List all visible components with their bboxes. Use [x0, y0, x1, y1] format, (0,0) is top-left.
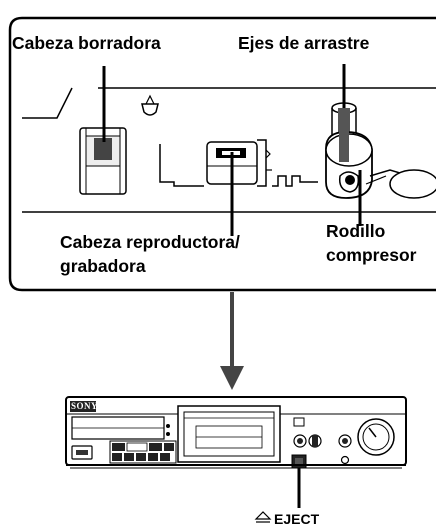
- tape-reel-outline: [389, 169, 436, 199]
- tape-guide-bracket: [272, 175, 318, 187]
- rec-play-head-label-line2: grabadora: [60, 256, 146, 276]
- headphone-jack[interactable]: [340, 455, 350, 465]
- transport-buttons: [109, 440, 177, 464]
- volume-dial[interactable]: [357, 418, 395, 456]
- cassette-compartment: [177, 405, 281, 463]
- eject-button[interactable]: [291, 454, 307, 469]
- stop-button[interactable]: [136, 453, 146, 461]
- fast-forward-button[interactable]: [149, 443, 162, 451]
- rewind-button[interactable]: [112, 443, 125, 451]
- play-button[interactable]: [126, 442, 148, 452]
- tape-path: [22, 87, 436, 213]
- control-cluster: [293, 417, 352, 465]
- capstans-label: Ejes de arrastre: [238, 33, 370, 53]
- pinch-roller-label-line2: compresor: [326, 245, 417, 265]
- indicator-box: [293, 417, 305, 427]
- tape-guide: [141, 94, 159, 116]
- tape-edge: [159, 144, 204, 187]
- pinch-roller-label-line1: Rodillo: [326, 221, 386, 241]
- rec-mute-button[interactable]: [148, 453, 158, 461]
- record-button[interactable]: [112, 453, 122, 461]
- callout-frame: [8, 16, 436, 292]
- rec-play-head-label-line1: Cabeza reproductora/: [60, 232, 240, 252]
- erase-head-label: Cabeza borradora: [12, 33, 161, 53]
- record-play-head: [206, 139, 272, 187]
- cassette-deck: [65, 396, 407, 469]
- pause-button[interactable]: [124, 453, 134, 461]
- eject-icon: [254, 511, 272, 523]
- eject-label: EJECT: [274, 511, 320, 527]
- sony-logo-plate: [70, 401, 96, 412]
- leader-lines: [102, 64, 362, 236]
- erase-head: [79, 127, 127, 195]
- brand-logo: SONY: [71, 401, 99, 411]
- arrow-down-icon: [220, 292, 244, 390]
